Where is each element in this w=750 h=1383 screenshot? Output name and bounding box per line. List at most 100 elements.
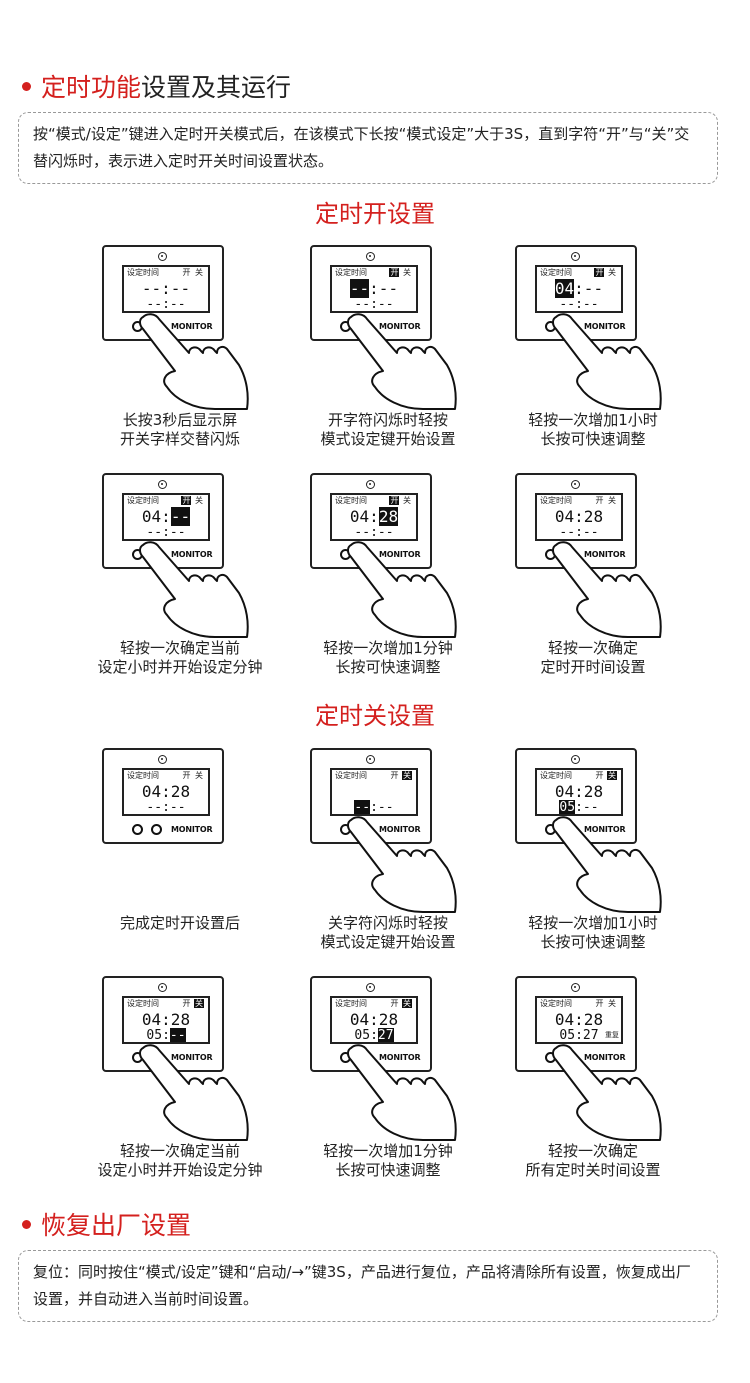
- on-char: 开: [389, 268, 400, 277]
- indicator-light-icon: [158, 983, 167, 992]
- lcd-screen: 设定时间开 关--:----:--: [330, 265, 418, 313]
- time-row-2: 05:--: [124, 1028, 208, 1043]
- time-line-2: --:--: [354, 525, 394, 540]
- caption-line-1: 轻按一次增加1分钟: [323, 1142, 453, 1160]
- set-time-label: 设定时间: [335, 496, 367, 505]
- off-char: 关: [403, 268, 411, 277]
- on-off-indicator: 开 关: [181, 999, 204, 1009]
- caption-line-1: 轻按一次确定当前: [119, 639, 240, 657]
- time-line-1: 04:28: [349, 1010, 399, 1029]
- off-char: 关: [608, 496, 616, 505]
- time-row-2: --:--: [124, 298, 208, 312]
- step-caption: 关字符闪烁时轻按模式设定键开始设置: [268, 914, 508, 952]
- on-off-indicator: 开 关: [389, 496, 412, 506]
- caption-line-1: 轻按一次增加1小时: [528, 914, 658, 932]
- time-row-2: --:--: [332, 800, 416, 815]
- on-char: 开: [389, 496, 400, 505]
- caption-line-2: 长按可快速调整: [540, 933, 646, 951]
- step-caption: 轻按一次确定当前设定小时并开始设定分钟: [60, 639, 300, 677]
- time-line-2: --:--: [146, 525, 186, 540]
- caption-line-1: 轻按一次确定: [547, 639, 638, 657]
- step-caption: 轻按一次增加1小时长按可快速调整: [473, 411, 713, 449]
- set-time-label: 设定时间: [335, 771, 367, 780]
- caption-line-1: 轻按一次增加1分钟: [323, 639, 453, 657]
- repeat-tag: 重复: [605, 1031, 619, 1039]
- set-time-label: 设定时间: [540, 496, 572, 505]
- step-caption: 轻按一次确定定时开时间设置: [473, 639, 713, 677]
- caption-line-2: 长按可快速调整: [335, 1161, 441, 1179]
- caption-line-2: 设定小时并开始设定分钟: [97, 1161, 263, 1179]
- indicator-light-icon: [366, 983, 375, 992]
- pointing-hand-icon: [135, 1044, 255, 1144]
- pointing-hand-icon: [548, 1044, 668, 1144]
- off-char: 关: [195, 268, 203, 277]
- minute-digits: 28: [378, 507, 399, 526]
- minute-digits: :--: [370, 800, 394, 815]
- section-title-black: 设置及其运行: [141, 73, 292, 102]
- off-setting-title: 定时关设置: [315, 702, 435, 730]
- on-off-indicator: 开 关: [181, 771, 204, 781]
- on-char: 开: [182, 268, 191, 277]
- hour-digits: 04:: [349, 507, 379, 526]
- monitor-label: MONITOR: [171, 825, 213, 834]
- time-line-1: 04:28: [554, 1010, 604, 1029]
- step-caption: 轻按一次增加1小时长按可快速调整: [473, 914, 713, 952]
- timer-instructions-note: 按“模式/设定”键进入定时开关模式后，在该模式下长按“模式设定”大于3S，直到字…: [18, 112, 718, 184]
- minute-digits: :--: [369, 279, 399, 298]
- device-button-row: MONITOR: [132, 824, 213, 835]
- time-line-1: 04:28: [141, 1010, 191, 1029]
- time-row-1: 04:28: [332, 1011, 416, 1028]
- indicator-light-icon: [571, 252, 580, 261]
- time-line-2: --:--: [354, 297, 394, 312]
- bullet-dot-icon: [22, 1219, 31, 1229]
- caption-line-2: 长按可快速调整: [540, 430, 646, 448]
- off-char: 关: [402, 999, 412, 1008]
- step-caption: 轻按一次增加1分钟长按可快速调整: [268, 639, 508, 677]
- start-button[interactable]: [151, 824, 162, 835]
- pointing-hand-icon: [548, 816, 668, 916]
- time-row-1: 04:28: [332, 507, 416, 526]
- pointing-hand-icon: [135, 541, 255, 641]
- mode-button[interactable]: [132, 824, 143, 835]
- on-off-indicator: 开 关: [389, 771, 412, 781]
- step-caption: 开字符闪烁时轻按模式设定键开始设置: [268, 411, 508, 449]
- lcd-screen: 设定时间 开 关 --:--: [330, 768, 418, 816]
- timer-device: 设定时间开 关--:----:--MONITOR: [310, 245, 432, 341]
- indicator-light-icon: [366, 480, 375, 489]
- time-row-1: --:--: [124, 280, 208, 297]
- lcd-screen: 设定时间开 关--:----:--: [122, 265, 210, 313]
- caption-line-1: 开字符闪烁时轻按: [327, 411, 448, 429]
- time-line-2: 05:27: [559, 1028, 599, 1043]
- caption-line-1: 长按3秒后显示屏: [122, 411, 238, 429]
- time-line-2: --:--: [146, 297, 186, 312]
- indicator-light-icon: [571, 480, 580, 489]
- on-off-indicator: 开 关: [594, 496, 617, 506]
- on-char: 开: [390, 771, 399, 780]
- time-row-1: 04:--: [537, 279, 621, 298]
- minute-digits: 27: [377, 1028, 394, 1043]
- time-row-2: --:--: [332, 526, 416, 540]
- on-char: 开: [594, 268, 605, 277]
- step-caption: 轻按一次确定当前设定小时并开始设定分钟: [60, 1142, 300, 1180]
- time-row-1: 04:28: [124, 783, 208, 800]
- step-caption: 轻按一次增加1分钟长按可快速调整: [268, 1142, 508, 1180]
- indicator-light-icon: [366, 252, 375, 261]
- caption-line-1: 完成定时开设置后: [119, 914, 240, 932]
- time-row-1: 04:--: [124, 507, 208, 526]
- caption-line-2: 模式设定键开始设置: [320, 933, 456, 951]
- caption-line-1: 轻按一次确定: [547, 1142, 638, 1160]
- hour-digits: 05:: [146, 1028, 170, 1043]
